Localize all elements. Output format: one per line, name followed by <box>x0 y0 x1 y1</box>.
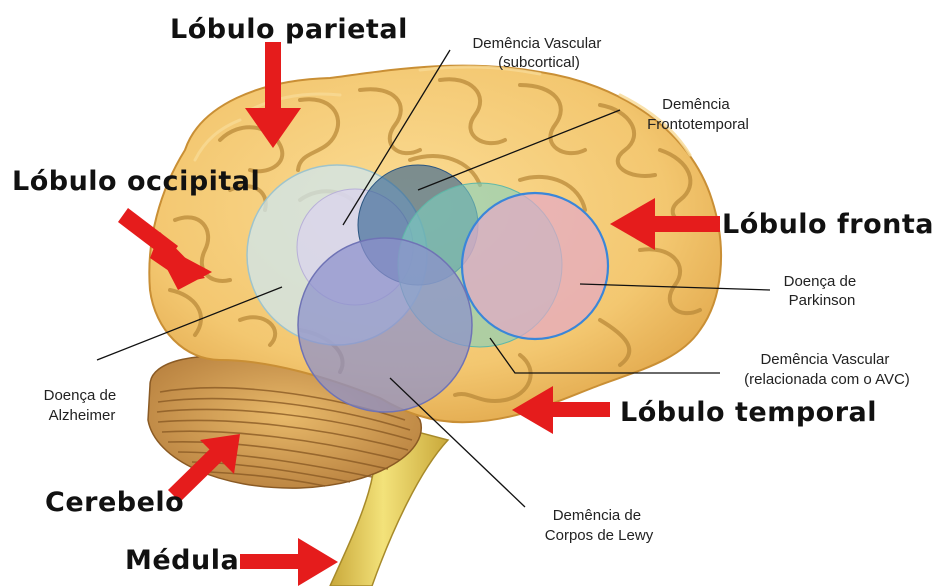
label-parkinson: Doença de Parkinson <box>784 273 861 309</box>
circle-parkinson <box>462 193 608 339</box>
label-vascular-avc: Demência Vascular (relacionada com o AVC… <box>744 351 910 388</box>
label-frontotemporal: Demência Frontotemporal <box>647 96 749 133</box>
label-lewy: Demência de Corpos de Lewy <box>545 507 654 544</box>
label-lobulo-parietal: Lóbulo parietal <box>170 14 408 45</box>
label-lobulo-occipital: Lóbulo occipital <box>12 166 260 197</box>
circle-lewy <box>298 238 472 412</box>
label-cerebelo: Cerebelo <box>45 487 184 518</box>
label-medula: Médula <box>125 545 239 576</box>
label-alzheimer: Doença de Alzheimer <box>44 387 121 424</box>
arrow-right-icon <box>240 538 338 586</box>
label-lobulo-frontal: Lóbulo frontal <box>722 209 933 240</box>
label-lobulo-temporal: Lóbulo temporal <box>620 397 877 428</box>
